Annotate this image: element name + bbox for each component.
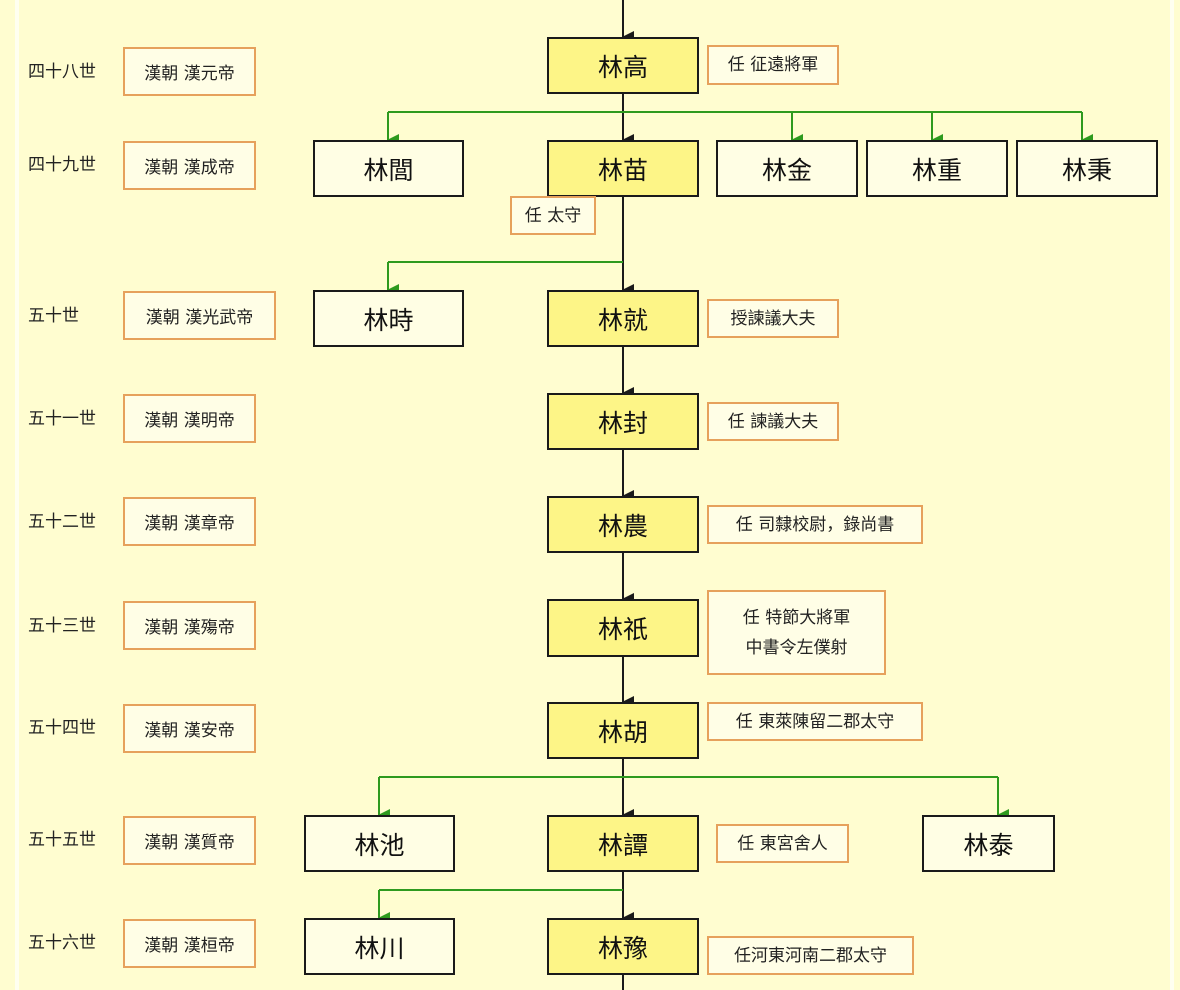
era-box: 漢朝 漢章帝 [123, 497, 256, 546]
office-note-line: 任河東河南二郡太守 [734, 945, 887, 966]
generation-label: 五十五世 [28, 830, 96, 850]
main-line-person[interactable]: 林苗 [547, 140, 699, 197]
generation-label: 四十九世 [28, 155, 96, 175]
sibling-person[interactable]: 林川 [304, 918, 455, 975]
main-line-person[interactable]: 林農 [547, 496, 699, 553]
sibling-person[interactable]: 林金 [716, 140, 858, 197]
generation-label: 五十一世 [28, 409, 96, 429]
office-note: 任河東河南二郡太守 [707, 936, 914, 975]
era-box: 漢朝 漢元帝 [123, 47, 256, 96]
sibling-person[interactable]: 林時 [313, 290, 464, 347]
main-line-person[interactable]: 林豫 [547, 918, 699, 975]
office-note: 授諫議大夫 [707, 299, 839, 338]
office-note: 任 太守 [510, 196, 596, 235]
office-note-line: 中書令左僕射 [745, 637, 848, 658]
era-box: 漢朝 漢質帝 [123, 816, 256, 865]
sibling-person[interactable]: 林重 [866, 140, 1008, 197]
generation-label: 五十四世 [28, 718, 96, 738]
generation-label: 五十三世 [28, 616, 96, 636]
main-line-person[interactable]: 林譚 [547, 815, 699, 872]
sibling-person[interactable]: 林閭 [313, 140, 464, 197]
office-note-line: 任 東宮舍人 [737, 833, 828, 854]
generation-label: 五十世 [28, 306, 79, 326]
main-line-person[interactable]: 林高 [547, 37, 699, 94]
main-line-person[interactable]: 林胡 [547, 702, 699, 759]
era-box: 漢朝 漢光武帝 [123, 291, 276, 340]
office-note: 任 司隸校尉，錄尚書 [707, 505, 923, 544]
main-line-person[interactable]: 林就 [547, 290, 699, 347]
office-note-line: 任 太守 [524, 205, 582, 226]
era-box: 漢朝 漢明帝 [123, 394, 256, 443]
sibling-person[interactable]: 林泰 [922, 815, 1055, 872]
office-note-line: 任 東萊陳留二郡太守 [735, 711, 895, 732]
office-note-line: 任 特節大將軍 [742, 607, 851, 628]
office-note: 任 東宮舍人 [716, 824, 849, 863]
generation-label: 五十二世 [28, 512, 96, 532]
right-margin-line [1170, 0, 1174, 990]
office-note: 任 特節大將軍 中書令左僕射 [707, 590, 886, 675]
left-margin-line [15, 0, 19, 990]
office-note-line: 任 諫議大夫 [727, 411, 819, 432]
office-note-line: 任 征遠將軍 [727, 55, 819, 75]
office-note: 任 東萊陳留二郡太守 [707, 702, 923, 741]
era-box: 漢朝 漢安帝 [123, 704, 256, 753]
office-note-line: 任 司隸校尉，錄尚書 [735, 514, 895, 535]
main-line-person[interactable]: 林封 [547, 393, 699, 450]
sibling-person[interactable]: 林池 [304, 815, 455, 872]
office-note: 任 諫議大夫 [707, 402, 839, 441]
office-note: 任 征遠將軍 [707, 45, 839, 85]
office-note-line: 授諫議大夫 [730, 308, 816, 329]
era-box: 漢朝 漢桓帝 [123, 919, 256, 968]
generation-label: 四十八世 [28, 62, 96, 82]
sibling-person[interactable]: 林秉 [1016, 140, 1158, 197]
era-box: 漢朝 漢成帝 [123, 141, 256, 190]
main-line-person[interactable]: 林祇 [547, 599, 699, 657]
generation-label: 五十六世 [28, 933, 96, 953]
era-box: 漢朝 漢殤帝 [123, 601, 256, 650]
